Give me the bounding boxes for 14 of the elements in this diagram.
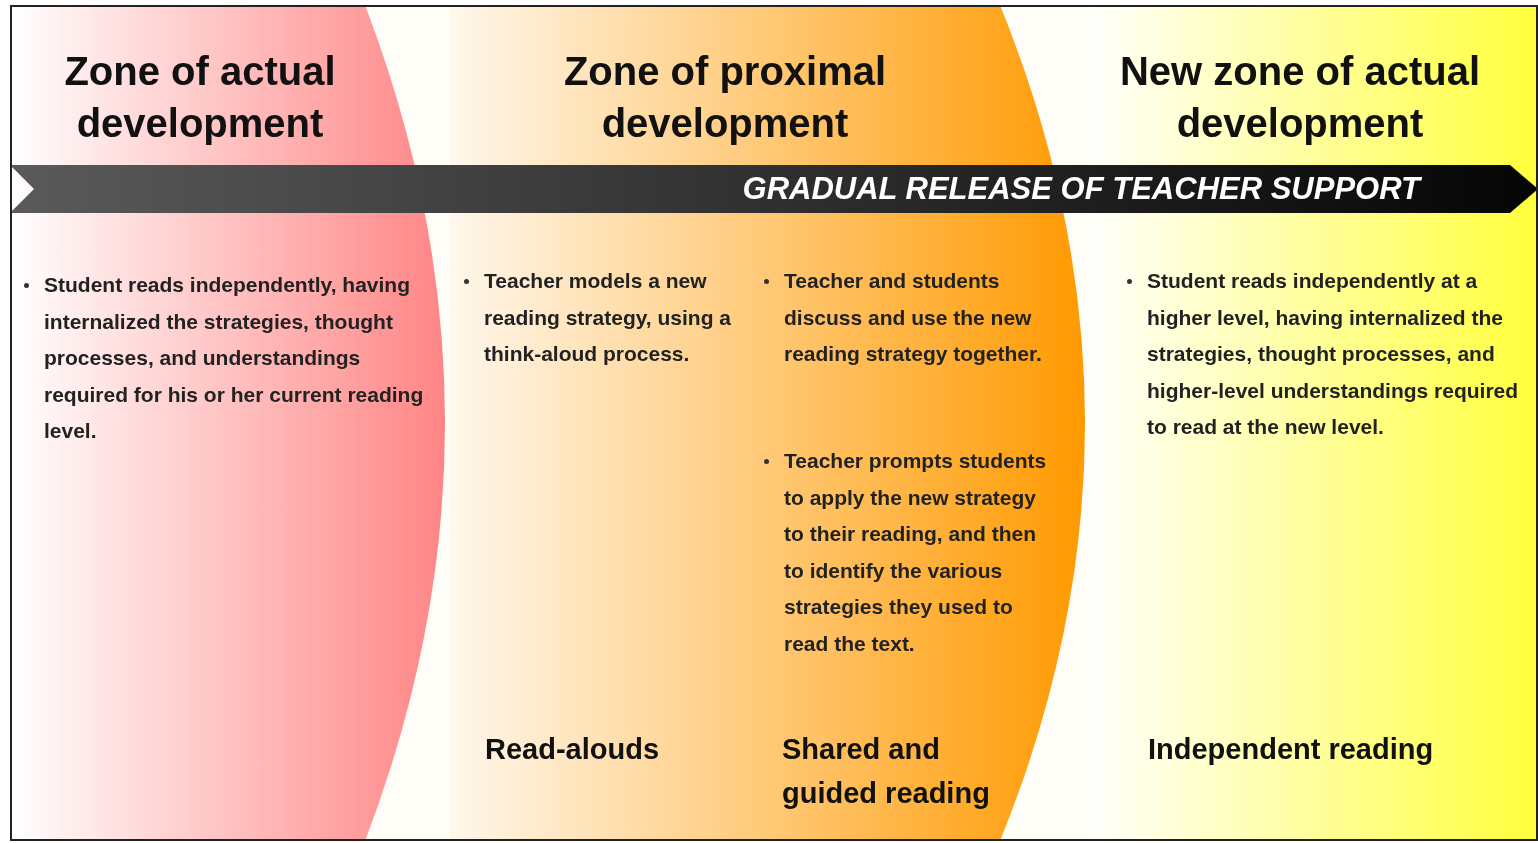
zone-band	[10, 5, 450, 841]
banner-text: GRADUAL RELEASE OF TEACHER SUPPORT	[742, 170, 1420, 208]
bullet-text: Student reads independently, having internalized the strategies, thought processes, and understandings required for his or her current reading level.	[44, 272, 425, 444]
activity-label: Independent reading	[1148, 732, 1435, 767]
bullet-text: Teacher models a new reading strategy, using a think-aloud process.	[484, 268, 732, 367]
activity-label: Read-alouds	[485, 732, 661, 767]
activity-label: Shared and guided reading	[782, 732, 991, 811]
arrow-banner	[10, 165, 1538, 213]
zone-heading: New zone of actual development	[1118, 48, 1482, 147]
bullet-text: Student reads independently at a higher level, having internalized the strategies, thought processes, and higher-level understandings required to read at the new level.	[1147, 268, 1520, 440]
bullet-text: Teacher and students discuss and use the new reading strategy together.	[784, 268, 1043, 367]
zone-heading: Zone of actual development	[63, 48, 337, 147]
zone-heading: Zone of proximal development	[562, 48, 888, 147]
bullet-text: Teacher prompts students to apply the new strategy to their reading, and then to identify the various strategies they used to read the text.	[784, 448, 1048, 657]
